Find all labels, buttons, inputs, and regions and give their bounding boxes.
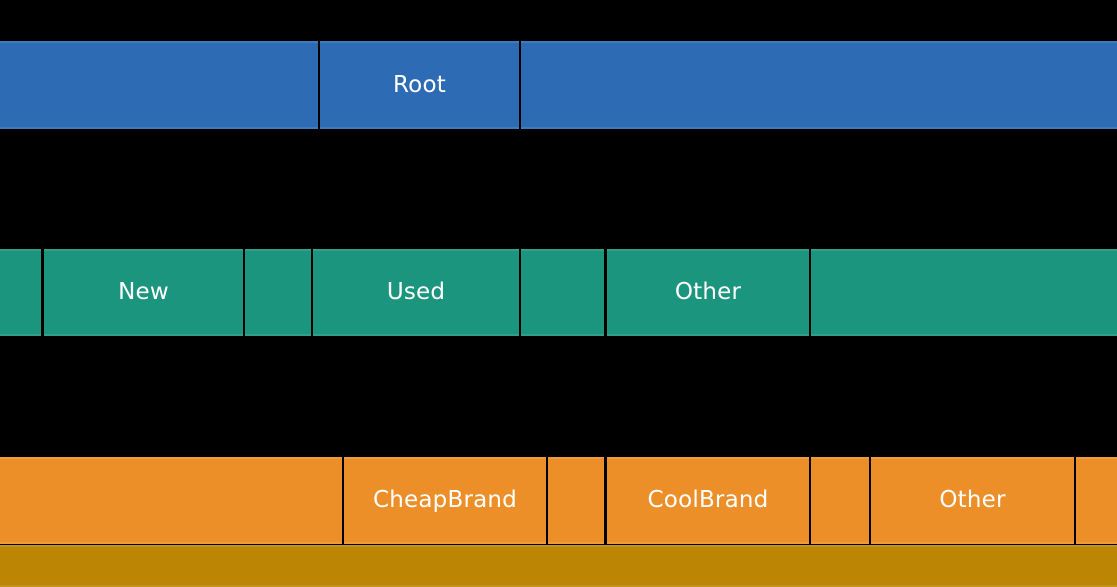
slice-seam-top [871, 457, 1074, 459]
chart-level-condition: New Used Other [0, 249, 1117, 336]
icicle-node-root-0[interactable] [0, 41, 318, 129]
icicle-node-root-2[interactable] [521, 41, 1117, 129]
icicle-node-condition-6[interactable] [811, 249, 1117, 336]
icicle-node-label: Other [674, 279, 742, 305]
slice-seam-top [0, 249, 41, 251]
icicle-node-label: Other [939, 487, 1006, 513]
slice-seam-bottom [44, 334, 243, 336]
slice-seam-bottom [0, 542, 342, 544]
slice-seam-top [245, 249, 311, 251]
icicle-node-cheapbrand[interactable]: CheapBrand [344, 457, 546, 544]
icicle-node-condition-4[interactable] [521, 249, 604, 336]
slice-seam-bottom [811, 542, 869, 544]
icicle-node-other[interactable]: Other [871, 457, 1074, 544]
slice-seam-bottom [811, 334, 1117, 336]
slice-seam-top [1076, 457, 1117, 459]
slice-seam-top [521, 249, 604, 251]
slice-seam-bottom [521, 334, 604, 336]
icicle-node-label: New [118, 279, 169, 305]
chart-level-brand: CheapBrand CoolBrand Other [0, 457, 1117, 544]
slice-seam-bottom [313, 334, 519, 336]
icicle-node-brand-4[interactable] [811, 457, 869, 544]
slice-seam-bottom [871, 542, 1074, 544]
slice-seam-bottom [0, 334, 41, 336]
slice-seam-top [344, 457, 546, 459]
icicle-node-leaf-0[interactable] [0, 545, 1117, 587]
slice-seam-top [607, 249, 809, 251]
slice-seam-top [44, 249, 243, 251]
slice-seam-bottom [548, 542, 604, 544]
icicle-node-label: Used [386, 279, 446, 305]
slice-seam-top [548, 457, 604, 459]
icicle-node-coolbrand[interactable]: CoolBrand [607, 457, 809, 544]
icicle-node-new[interactable]: New [44, 249, 243, 336]
slice-seam-top [0, 457, 342, 459]
slice-seam-top [313, 249, 519, 251]
slice-seam-bottom [521, 127, 1117, 129]
slice-seam-bottom [344, 542, 546, 544]
chart-level-root: Root [0, 41, 1117, 129]
slice-seam-bottom [320, 127, 519, 129]
icicle-node-used[interactable]: Used [313, 249, 519, 336]
slice-seam-top [521, 41, 1117, 43]
slice-seam-bottom [607, 334, 809, 336]
icicle-node-brand-0[interactable] [0, 457, 342, 544]
icicle-node-brand-6[interactable] [1076, 457, 1117, 544]
icicle-node-root[interactable]: Root [320, 41, 519, 129]
slice-seam-top [811, 457, 869, 459]
icicle-node-other[interactable]: Other [607, 249, 809, 336]
icicle-node-condition-0[interactable] [0, 249, 41, 336]
slice-seam-top [607, 457, 809, 459]
icicle-node-label: Root [393, 71, 446, 98]
slice-seam-bottom [1076, 542, 1117, 544]
chart-level-leaf [0, 545, 1117, 587]
slice-seam-top [320, 41, 519, 43]
slice-seam-top [0, 545, 1117, 547]
slice-seam-top [0, 41, 318, 43]
slice-seam-bottom [245, 334, 311, 336]
icicle-node-label: CoolBrand [647, 487, 769, 513]
slice-seam-top [811, 249, 1117, 251]
slice-seam-bottom [0, 127, 318, 129]
icicle-node-label: CheapBrand [373, 487, 517, 513]
icicle-node-condition-2[interactable] [245, 249, 311, 336]
slice-seam-bottom [607, 542, 809, 544]
icicle-node-brand-2[interactable] [548, 457, 604, 544]
